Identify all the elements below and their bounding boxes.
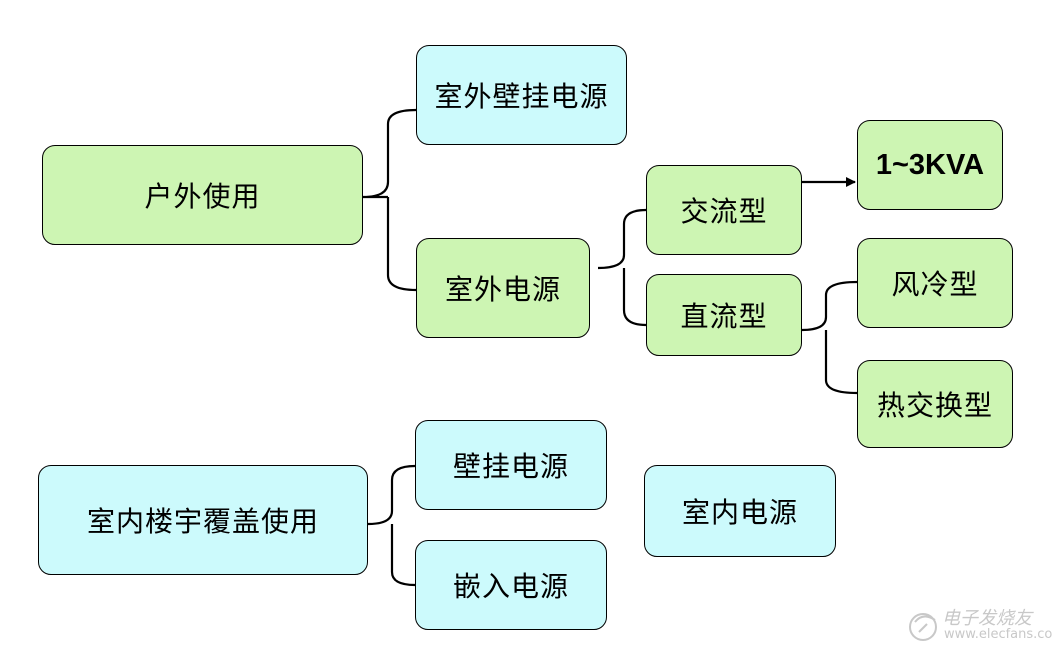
bracket-indoor-coverage: [367, 464, 416, 587]
node-indoor-power: 室内电源: [644, 465, 836, 557]
node-heat-exchange: 热交换型: [857, 360, 1013, 448]
node-indoor-coverage-use: 室内楼宇覆盖使用: [38, 465, 368, 575]
node-capacity: 1~3KVA: [857, 120, 1003, 210]
node-air-cooled: 风冷型: [857, 238, 1013, 328]
bracket-outdoor-power: [597, 208, 647, 327]
node-dc-type: 直流型: [646, 274, 802, 356]
watermark-cn: 电子发烧友: [942, 608, 1032, 629]
bracket-dc-type: [801, 280, 858, 395]
node-ac-type: 交流型: [646, 165, 802, 255]
watermark-logo-icon: [909, 613, 937, 641]
node-outdoor-use: 户外使用: [42, 145, 363, 245]
watermark-url: www.elecfans.com: [944, 627, 1052, 642]
bracket-outdoor-use: [362, 108, 417, 292]
node-embedded-power: 嵌入电源: [415, 540, 607, 630]
node-outdoor-wall-power: 室外壁挂电源: [416, 45, 627, 145]
node-outdoor-power: 室外电源: [416, 238, 590, 338]
node-wall-power: 壁挂电源: [415, 420, 607, 510]
